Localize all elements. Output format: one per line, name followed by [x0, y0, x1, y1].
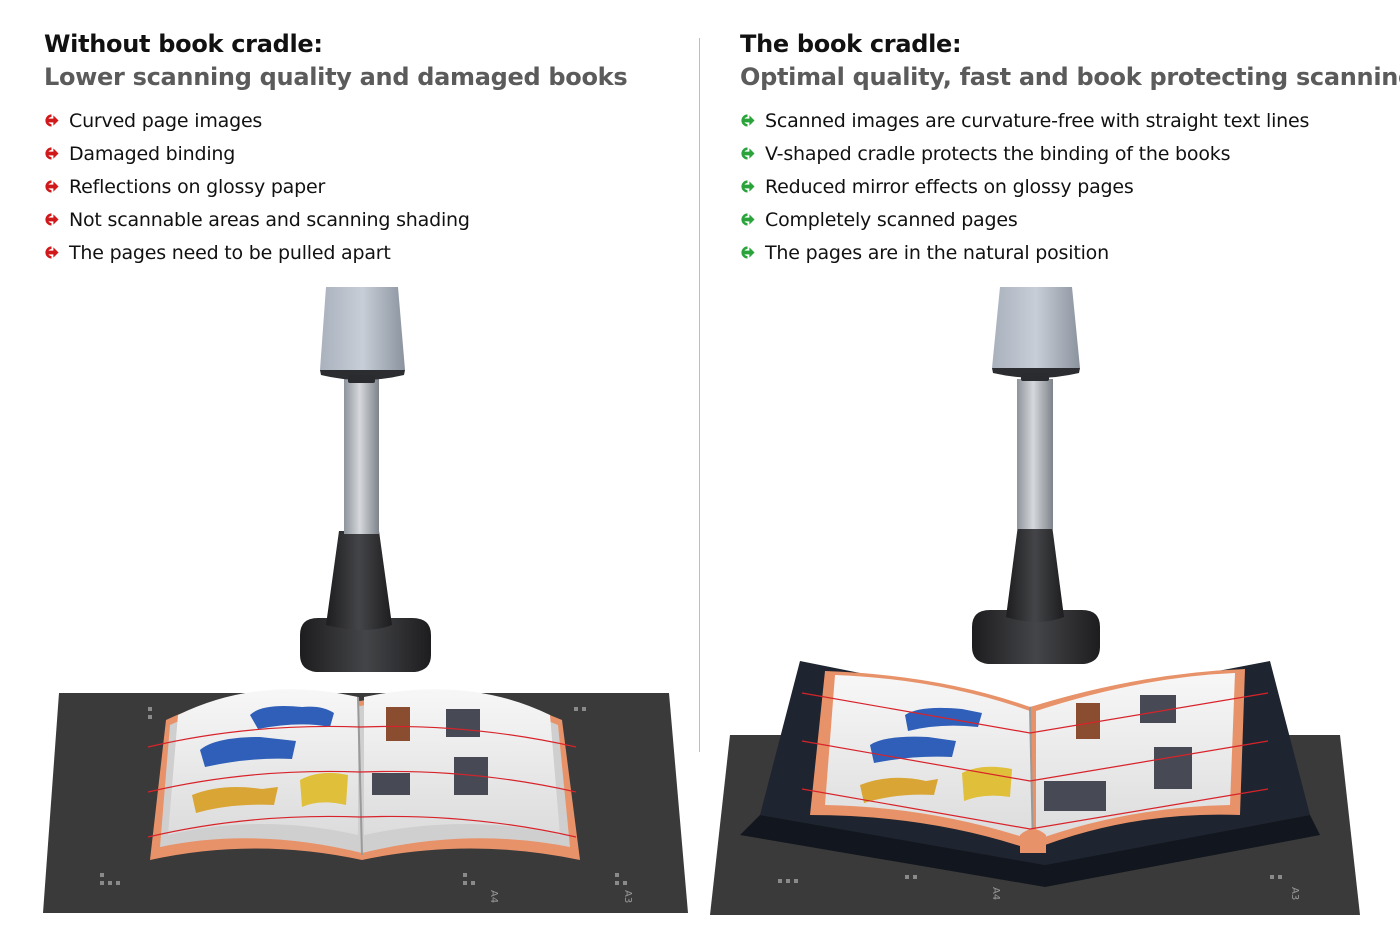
heading-without-cradle: Without book cradle:: [44, 30, 323, 58]
right-arrow-icon: [741, 180, 755, 193]
list-item: Completely scanned pages: [740, 203, 1309, 236]
scanner-head: [320, 287, 405, 370]
chaise-icon: [860, 777, 938, 803]
scanner-neck: [326, 531, 392, 630]
sofa-icon: [200, 737, 296, 767]
scanner-pole: [344, 379, 379, 534]
disadvantages-list: Curved page images Damaged binding Refle…: [44, 104, 470, 269]
list-item: The pages need to be pulled apart: [44, 236, 470, 269]
cabinet-icon: [446, 709, 480, 737]
list-item: Scanned images are curvature-free with s…: [740, 104, 1309, 137]
curved-scan-lines: [147, 725, 577, 838]
panel-without-cradle: Without book cradle: Lower scanning qual…: [0, 0, 699, 946]
mat-markers: [778, 875, 1282, 883]
scanner-head: [992, 287, 1080, 368]
open-book-flat: [810, 669, 1245, 853]
list-item: Curved page images: [44, 104, 470, 137]
right-arrow-icon: [741, 213, 755, 226]
dresser-icon: [1044, 781, 1106, 811]
mat-label-a4: A4: [488, 890, 499, 903]
right-arrow-icon: [45, 114, 59, 127]
right-arrow-icon: [741, 147, 755, 160]
cabinet-icon: [1154, 747, 1192, 789]
list-item: Reduced mirror effects on glossy pages: [740, 170, 1309, 203]
list-item: Not scannable areas and scanning shading: [44, 203, 470, 236]
scanner-neck: [1006, 525, 1064, 622]
list-item: The pages are in the natural position: [740, 236, 1309, 269]
list-item: Reflections on glossy paper: [44, 170, 470, 203]
subheading-with-cradle: Optimal quality, fast and book protectin…: [740, 63, 1400, 91]
scanner-base: [300, 618, 431, 672]
scanner-base: [972, 610, 1100, 664]
scanner-pole: [1017, 379, 1053, 529]
right-arrow-icon: [45, 147, 59, 160]
heading-with-cradle: The book cradle:: [740, 30, 962, 58]
armchair-icon: [300, 772, 348, 807]
chaise-icon: [192, 787, 278, 813]
sofa-icon: [250, 706, 334, 729]
right-arrow-icon: [741, 246, 755, 259]
mat-label-a3: A3: [1289, 887, 1300, 900]
mat-label-a3: A3: [622, 890, 633, 903]
panel-divider: [699, 38, 700, 752]
scanner-with-cradle-illustration: A4 A3: [710, 287, 1360, 915]
sofa-icon: [905, 707, 982, 731]
list-item: Damaged binding: [44, 137, 470, 170]
cabinet-icon: [386, 707, 410, 741]
list-item: V-shaped cradle protects the binding of …: [740, 137, 1309, 170]
mat-markers: [100, 707, 627, 885]
cabinet-icon: [1076, 703, 1100, 739]
subheading-without-cradle: Lower scanning quality and damaged books: [44, 63, 628, 91]
right-arrow-icon: [741, 114, 755, 127]
armchair-icon: [962, 766, 1012, 801]
open-book-curved: [150, 689, 580, 860]
straight-scan-lines: [801, 692, 1269, 830]
dresser-icon: [372, 773, 410, 795]
panel-with-cradle: The book cradle: Optimal quality, fast a…: [700, 0, 1400, 946]
right-arrow-icon: [45, 213, 59, 226]
advantages-list: Scanned images are curvature-free with s…: [740, 104, 1309, 269]
mat-label-a4: A4: [990, 887, 1001, 900]
scanner-without-cradle-illustration: A4 A3: [43, 287, 688, 913]
right-arrow-icon: [45, 180, 59, 193]
right-arrow-icon: [45, 246, 59, 259]
